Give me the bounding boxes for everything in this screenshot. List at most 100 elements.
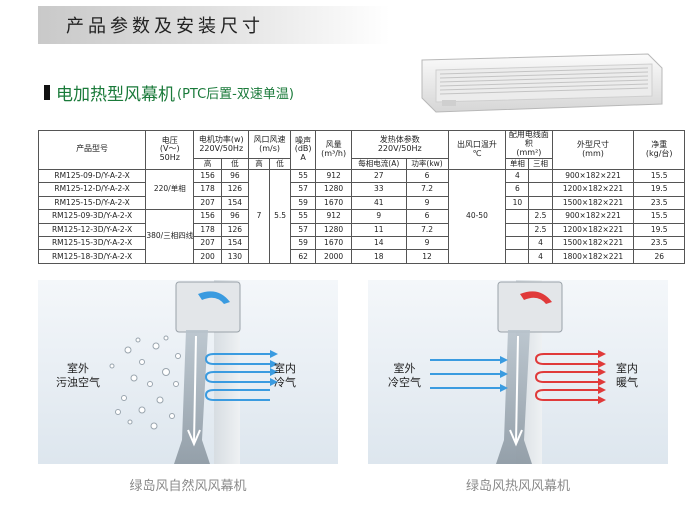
- table-row: RM125-09-D/Y-A-2-X 220/单相 156 96 7 5.5 5…: [37, 168, 685, 265]
- cell-airflow: 912: [315, 168, 352, 184]
- cell-noise: 55: [290, 168, 317, 184]
- cell-weight: 19.5: [633, 182, 685, 197]
- header-voltage: 电压 (V～) 50Hz: [145, 130, 195, 170]
- cell-motor-hi: 178: [193, 182, 222, 197]
- natural-caption: 绿岛风自然风风幕机: [129, 479, 247, 494]
- cell-model: RM125-12-D/Y-A-2-X: [37, 182, 147, 197]
- cell-single: 10: [505, 195, 530, 211]
- cell-dims: 1500×182×221: [551, 235, 635, 251]
- airflow-swirl-icon: [198, 291, 230, 304]
- cell-current: 41: [350, 195, 407, 211]
- cell-model: RM125-15-3D/Y-A-2-X: [37, 235, 147, 251]
- airflow-swirl-icon: [520, 291, 552, 304]
- indoor-warm-arrows: [534, 353, 598, 401]
- curtain-unit: [497, 281, 563, 333]
- cell-single: [505, 209, 530, 224]
- header-noise: 噪声 (dB) A: [290, 130, 317, 170]
- cell-single: [505, 222, 530, 237]
- indoor-label: 室内 冷气: [274, 362, 296, 389]
- header-weight: 净重 (kg/台): [633, 130, 685, 170]
- air-curtain-stream: [174, 330, 210, 464]
- cell-three: 4: [528, 249, 553, 264]
- header-motor-lo: 低: [220, 158, 250, 170]
- cell-power: 7.2: [405, 182, 449, 197]
- heated-air-curtain-diagram: 室外 冷空气 室内 暖气: [368, 280, 668, 464]
- header-single-phase: 单相: [505, 158, 530, 170]
- spec-table: 产品型号 电压 (V～) 50Hz 电机功率(w) 220V/50Hz 风口风速…: [37, 129, 685, 265]
- subtitle-extra: (PTC后置-双速单温): [177, 87, 294, 102]
- cell-airflow: 912: [315, 209, 352, 224]
- cell-motor-lo: 154: [220, 235, 250, 251]
- table-row: RM125-12-D/Y-A-2-X 178 126 57 1280 33 7.…: [37, 182, 685, 197]
- header-speed-lo: 低: [269, 158, 292, 170]
- header-three-phase: 三相: [528, 158, 553, 170]
- cell-power: 9: [405, 235, 449, 251]
- header-speed: 风口风速 (m/s): [248, 129, 292, 160]
- indoor-label: 室内 暖气: [616, 362, 638, 389]
- cell-three: [528, 182, 553, 197]
- header-phase-current: 每相电流(A): [350, 158, 407, 170]
- cell-speed-hi: 7: [248, 168, 271, 265]
- cell-airflow: 1280: [315, 222, 352, 237]
- product-subtitle: 电加热型风幕机 (PTC后置-双速单温): [44, 80, 294, 105]
- cell-weight: 23.5: [633, 195, 685, 211]
- pollutant-bubbles: [109, 335, 181, 430]
- cell-current: 18: [350, 249, 407, 264]
- cell-model: RM125-12-3D/Y-A-2-X: [37, 222, 147, 237]
- air-curtain-product-image: [421, 53, 663, 113]
- cell-motor-lo: 130: [220, 249, 250, 264]
- cell-power: 6: [405, 209, 449, 224]
- cell-weight: 26: [633, 249, 685, 264]
- cell-single: [505, 235, 530, 251]
- cell-voltage-three: 380/三相四线: [145, 209, 195, 264]
- cell-power: 6: [405, 168, 449, 184]
- cell-outlet-temp: 40-50: [447, 168, 507, 265]
- cell-single: [505, 249, 530, 264]
- air-curtain-stream: [496, 330, 532, 464]
- header-speed-hi: 高: [248, 158, 271, 170]
- header-motor-hi: 高: [193, 158, 222, 170]
- cell-noise: 57: [290, 182, 317, 197]
- cell-three: 4: [528, 235, 553, 251]
- cell-speed-lo: 5.5: [269, 168, 292, 265]
- header-dimensions: 外型尺寸 (mm): [551, 130, 635, 170]
- natural-airflow-illustration: [109, 280, 278, 464]
- header-banner: [38, 6, 390, 44]
- cell-motor-lo: 96: [220, 168, 250, 184]
- cell-motor-hi: 200: [193, 249, 222, 264]
- cell-current: 27: [350, 168, 407, 184]
- bullet-icon: [44, 85, 50, 100]
- cell-motor-hi: 207: [193, 235, 222, 251]
- cell-power: 9: [405, 195, 449, 211]
- cell-noise: 59: [290, 195, 317, 211]
- header-airflow: 风量 (m³/h): [315, 130, 352, 170]
- header-model: 产品型号: [37, 130, 147, 170]
- cell-weight: 19.5: [633, 222, 685, 237]
- cell-single: 4: [505, 168, 530, 184]
- cell-airflow: 1670: [315, 195, 352, 211]
- cell-single: 6: [505, 182, 530, 197]
- table-row: RM125-12-3D/Y-A-2-X 178 126 57 1280 11 7…: [37, 222, 685, 237]
- cell-noise: 59: [290, 235, 317, 251]
- cell-model: RM125-09-3D/Y-A-2-X: [37, 209, 147, 224]
- cell-current: 9: [350, 209, 407, 224]
- cell-power: 12: [405, 249, 449, 264]
- cell-noise: 62: [290, 249, 317, 264]
- cell-current: 11: [350, 222, 407, 237]
- cell-current: 33: [350, 182, 407, 197]
- cell-motor-hi: 156: [193, 168, 222, 184]
- header-power-kw: 功率(kw): [405, 158, 449, 170]
- cell-motor-lo: 126: [220, 222, 250, 237]
- cell-model: RM125-15-D/Y-A-2-X: [37, 195, 147, 211]
- natural-air-curtain-diagram: 室外 污浊空气 室内 冷气: [38, 280, 338, 464]
- outdoor-label: 室外 冷空气: [388, 362, 421, 389]
- cell-three: 2.5: [528, 222, 553, 237]
- cell-three: [528, 195, 553, 211]
- cell-airflow: 1670: [315, 235, 352, 251]
- cell-motor-hi: 207: [193, 195, 222, 211]
- cell-motor-hi: 178: [193, 222, 222, 237]
- cell-dims: 1800×182×221: [551, 249, 635, 264]
- table-row: RM125-09-3D/Y-A-2-X 380/三相四线 156 96 55 9…: [37, 209, 685, 264]
- cell-current: 14: [350, 235, 407, 251]
- cell-noise: 55: [290, 209, 317, 224]
